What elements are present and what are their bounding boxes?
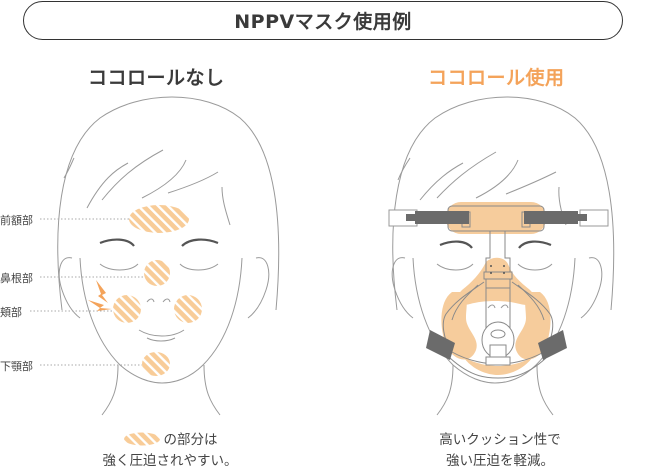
forehead-cushion [446, 202, 546, 234]
chin-cushion [460, 352, 536, 375]
strap-upper-l [415, 211, 469, 224]
right-ear-l [391, 257, 414, 319]
lightning-bolt-icon [96, 280, 108, 303]
left-head-outline [57, 96, 280, 311]
page-title: NPPVマスク使用例 [234, 11, 412, 33]
left-eyebrow-r [181, 238, 219, 247]
left-eyebrow-l [99, 238, 135, 247]
lightning-bolt-icon [88, 300, 112, 311]
right-eyebrow-r [518, 240, 552, 249]
left-neck-l [101, 364, 119, 416]
title-banner: NPPVマスク使用例 [23, 1, 623, 40]
left-face [57, 96, 280, 416]
pressure-area-chin [142, 352, 170, 376]
left-eye-r [179, 263, 219, 271]
strap-lower-l [426, 330, 455, 360]
right-head-outline [392, 96, 615, 311]
hatched-legend-swatch-icon [123, 432, 160, 446]
strap-upper-r [524, 211, 578, 224]
left-ear-r [247, 257, 270, 319]
head-straps [388, 209, 609, 360]
label-forehead: 前額部 [0, 214, 33, 227]
left-neck-r [203, 364, 221, 416]
panel-title-with-cocoroll: ココロール使用 [428, 67, 565, 89]
label-nasal-root: 鼻根部 [0, 272, 33, 285]
caption-right-line2: 強い圧迫を軽減。 [446, 453, 554, 469]
nasal-cushion [455, 257, 536, 306]
pressure-area-nasal-root [144, 260, 170, 286]
left-face-contour [79, 257, 243, 384]
left-ear-l [58, 257, 81, 319]
right-eyebrow-l [439, 240, 473, 249]
caption-left-line2: 強く圧迫されやすい。 [102, 453, 238, 469]
caption-with-cocoroll: 高いクッション性で 強い圧迫を軽減。 [400, 430, 600, 472]
label-chin: 下顎部 [0, 360, 33, 373]
strap-lower-r [538, 330, 567, 360]
right-face [391, 96, 615, 416]
pressure-area-cheek-l [113, 295, 141, 323]
caption-without-cocoroll: の部分は 強く圧迫されやすい。 [60, 430, 280, 472]
right-face-contour [412, 257, 576, 384]
nppv-mask-frame [442, 205, 554, 379]
pressure-area-forehead [129, 205, 189, 233]
label-leader-lines [30, 218, 152, 366]
left-eye-l [99, 263, 139, 271]
mask-rivets [490, 265, 505, 274]
caption-left-line1: の部分は [163, 432, 218, 448]
label-cheek: 頬部 [0, 306, 22, 319]
caption-right-line1: 高いクッション性で [439, 432, 561, 448]
panel-title-without-cocoroll: ココロールなし [88, 67, 225, 89]
pressure-area-cheek-r [174, 295, 202, 323]
right-ear-r [580, 257, 603, 319]
